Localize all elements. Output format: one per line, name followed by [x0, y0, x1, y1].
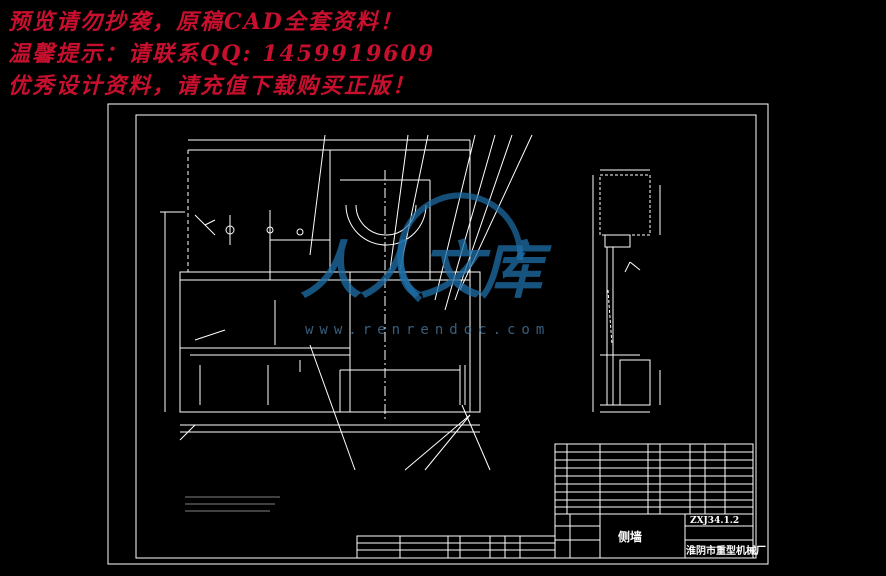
- outer-frame: [107, 103, 769, 565]
- watermark-line-1: 预览请勿抄袭，原稿CAD全套资料！: [8, 9, 404, 35]
- drawing-number: ZXJ34.1.2: [690, 516, 740, 526]
- revision-table: [356, 535, 556, 559]
- drawing-name: 侧墙: [618, 530, 643, 544]
- main-view: [160, 134, 533, 471]
- logo-swoosh-icon: [397, 192, 524, 303]
- parts-list: [554, 443, 754, 515]
- logo-text: 人人文库: [300, 234, 542, 307]
- logo-url: www.renrendoc.com: [305, 322, 551, 338]
- side-view: [592, 169, 661, 413]
- watermark-line-2: 温馨提示：请联系QQ: 1459919609: [8, 41, 436, 67]
- company-name: 淮阴市重型机械厂: [686, 546, 766, 557]
- watermark-line-3: 优秀设计资料，请充值下载购买正版！: [8, 73, 417, 99]
- technical-notes: [185, 496, 280, 512]
